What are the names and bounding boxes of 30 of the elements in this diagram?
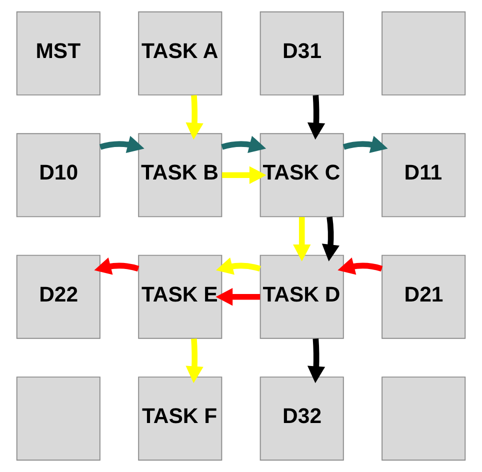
- node-box: D21: [382, 254, 466, 339]
- node-box: TASK F: [138, 376, 222, 461]
- arrow: [293, 217, 311, 262]
- node-box: TASK A: [138, 11, 222, 96]
- node-box: TASK B: [138, 133, 222, 218]
- node-box: [382, 376, 466, 461]
- arrow: [322, 216, 340, 262]
- node-box: TASK E: [138, 254, 222, 339]
- arrow: [342, 136, 388, 153]
- arrow: [94, 258, 140, 275]
- node-box: D32: [260, 376, 344, 461]
- node-box: TASK D: [260, 254, 344, 339]
- arrow: [186, 95, 204, 140]
- arrow: [307, 338, 326, 384]
- arrow: [222, 166, 266, 184]
- arrow: [186, 338, 204, 384]
- node-box: D10: [16, 133, 100, 218]
- arrow: [99, 136, 144, 153]
- node-box: TASK C: [260, 133, 344, 218]
- arrow: [216, 258, 261, 275]
- node-box: [16, 376, 100, 461]
- node-box: MST: [16, 11, 100, 96]
- node-box: D31: [260, 11, 344, 96]
- node-box: [382, 11, 466, 96]
- arrow: [221, 136, 266, 153]
- arrow: [338, 258, 383, 275]
- arrow: [307, 95, 326, 140]
- arrow: [216, 288, 260, 306]
- node-box: D22: [16, 254, 100, 339]
- node-box: D11: [382, 133, 466, 218]
